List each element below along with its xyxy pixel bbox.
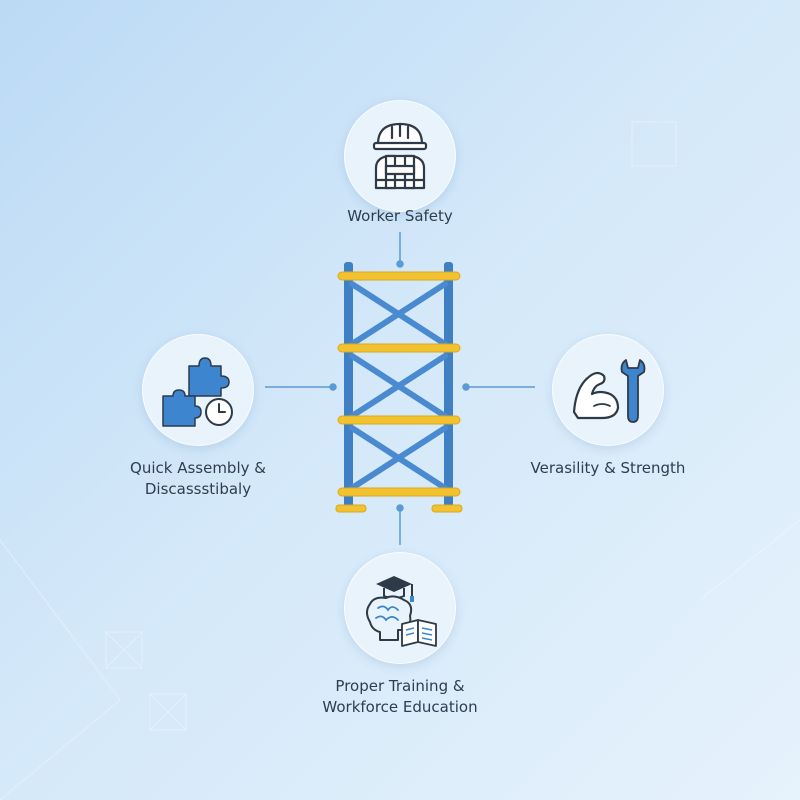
quick-assembly-label-line1: Quick Assembly & — [130, 459, 266, 477]
scaffold-planks — [335, 271, 463, 513]
puzzle-clock-icon — [162, 357, 233, 427]
versatility-label: Verasility & Strength — [530, 459, 686, 477]
training-label: Proper Training & Workforce Education — [290, 676, 510, 718]
brain-graduation-book-icon — [366, 576, 437, 647]
worker-safety-label: Worker Safety — [347, 207, 453, 225]
worker-safety-node — [344, 100, 456, 212]
training-label-line1: Proper Training & — [335, 677, 465, 695]
versatility-node — [552, 334, 664, 446]
muscle-wrench-icon — [572, 359, 646, 423]
quick-assembly-label: Quick Assembly & Discassstibaly — [98, 458, 298, 500]
training-label-line2: Workforce Education — [322, 698, 478, 716]
hard-hat-worker-icon — [372, 122, 428, 190]
quick-assembly-label-line2: Discassstibaly — [144, 480, 252, 498]
scaffold-frame — [344, 262, 453, 510]
quick-assembly-node — [142, 334, 254, 446]
training-node — [344, 552, 456, 664]
